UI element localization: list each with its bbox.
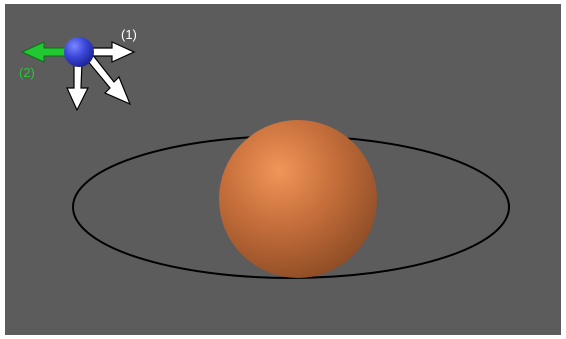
vector-1-label: (1) (121, 27, 137, 42)
vector-diagonal-arrow (85, 53, 132, 106)
planet-sphere (219, 120, 377, 278)
moving-body-sphere (64, 37, 94, 67)
vector-2-label: (2) (19, 65, 35, 80)
